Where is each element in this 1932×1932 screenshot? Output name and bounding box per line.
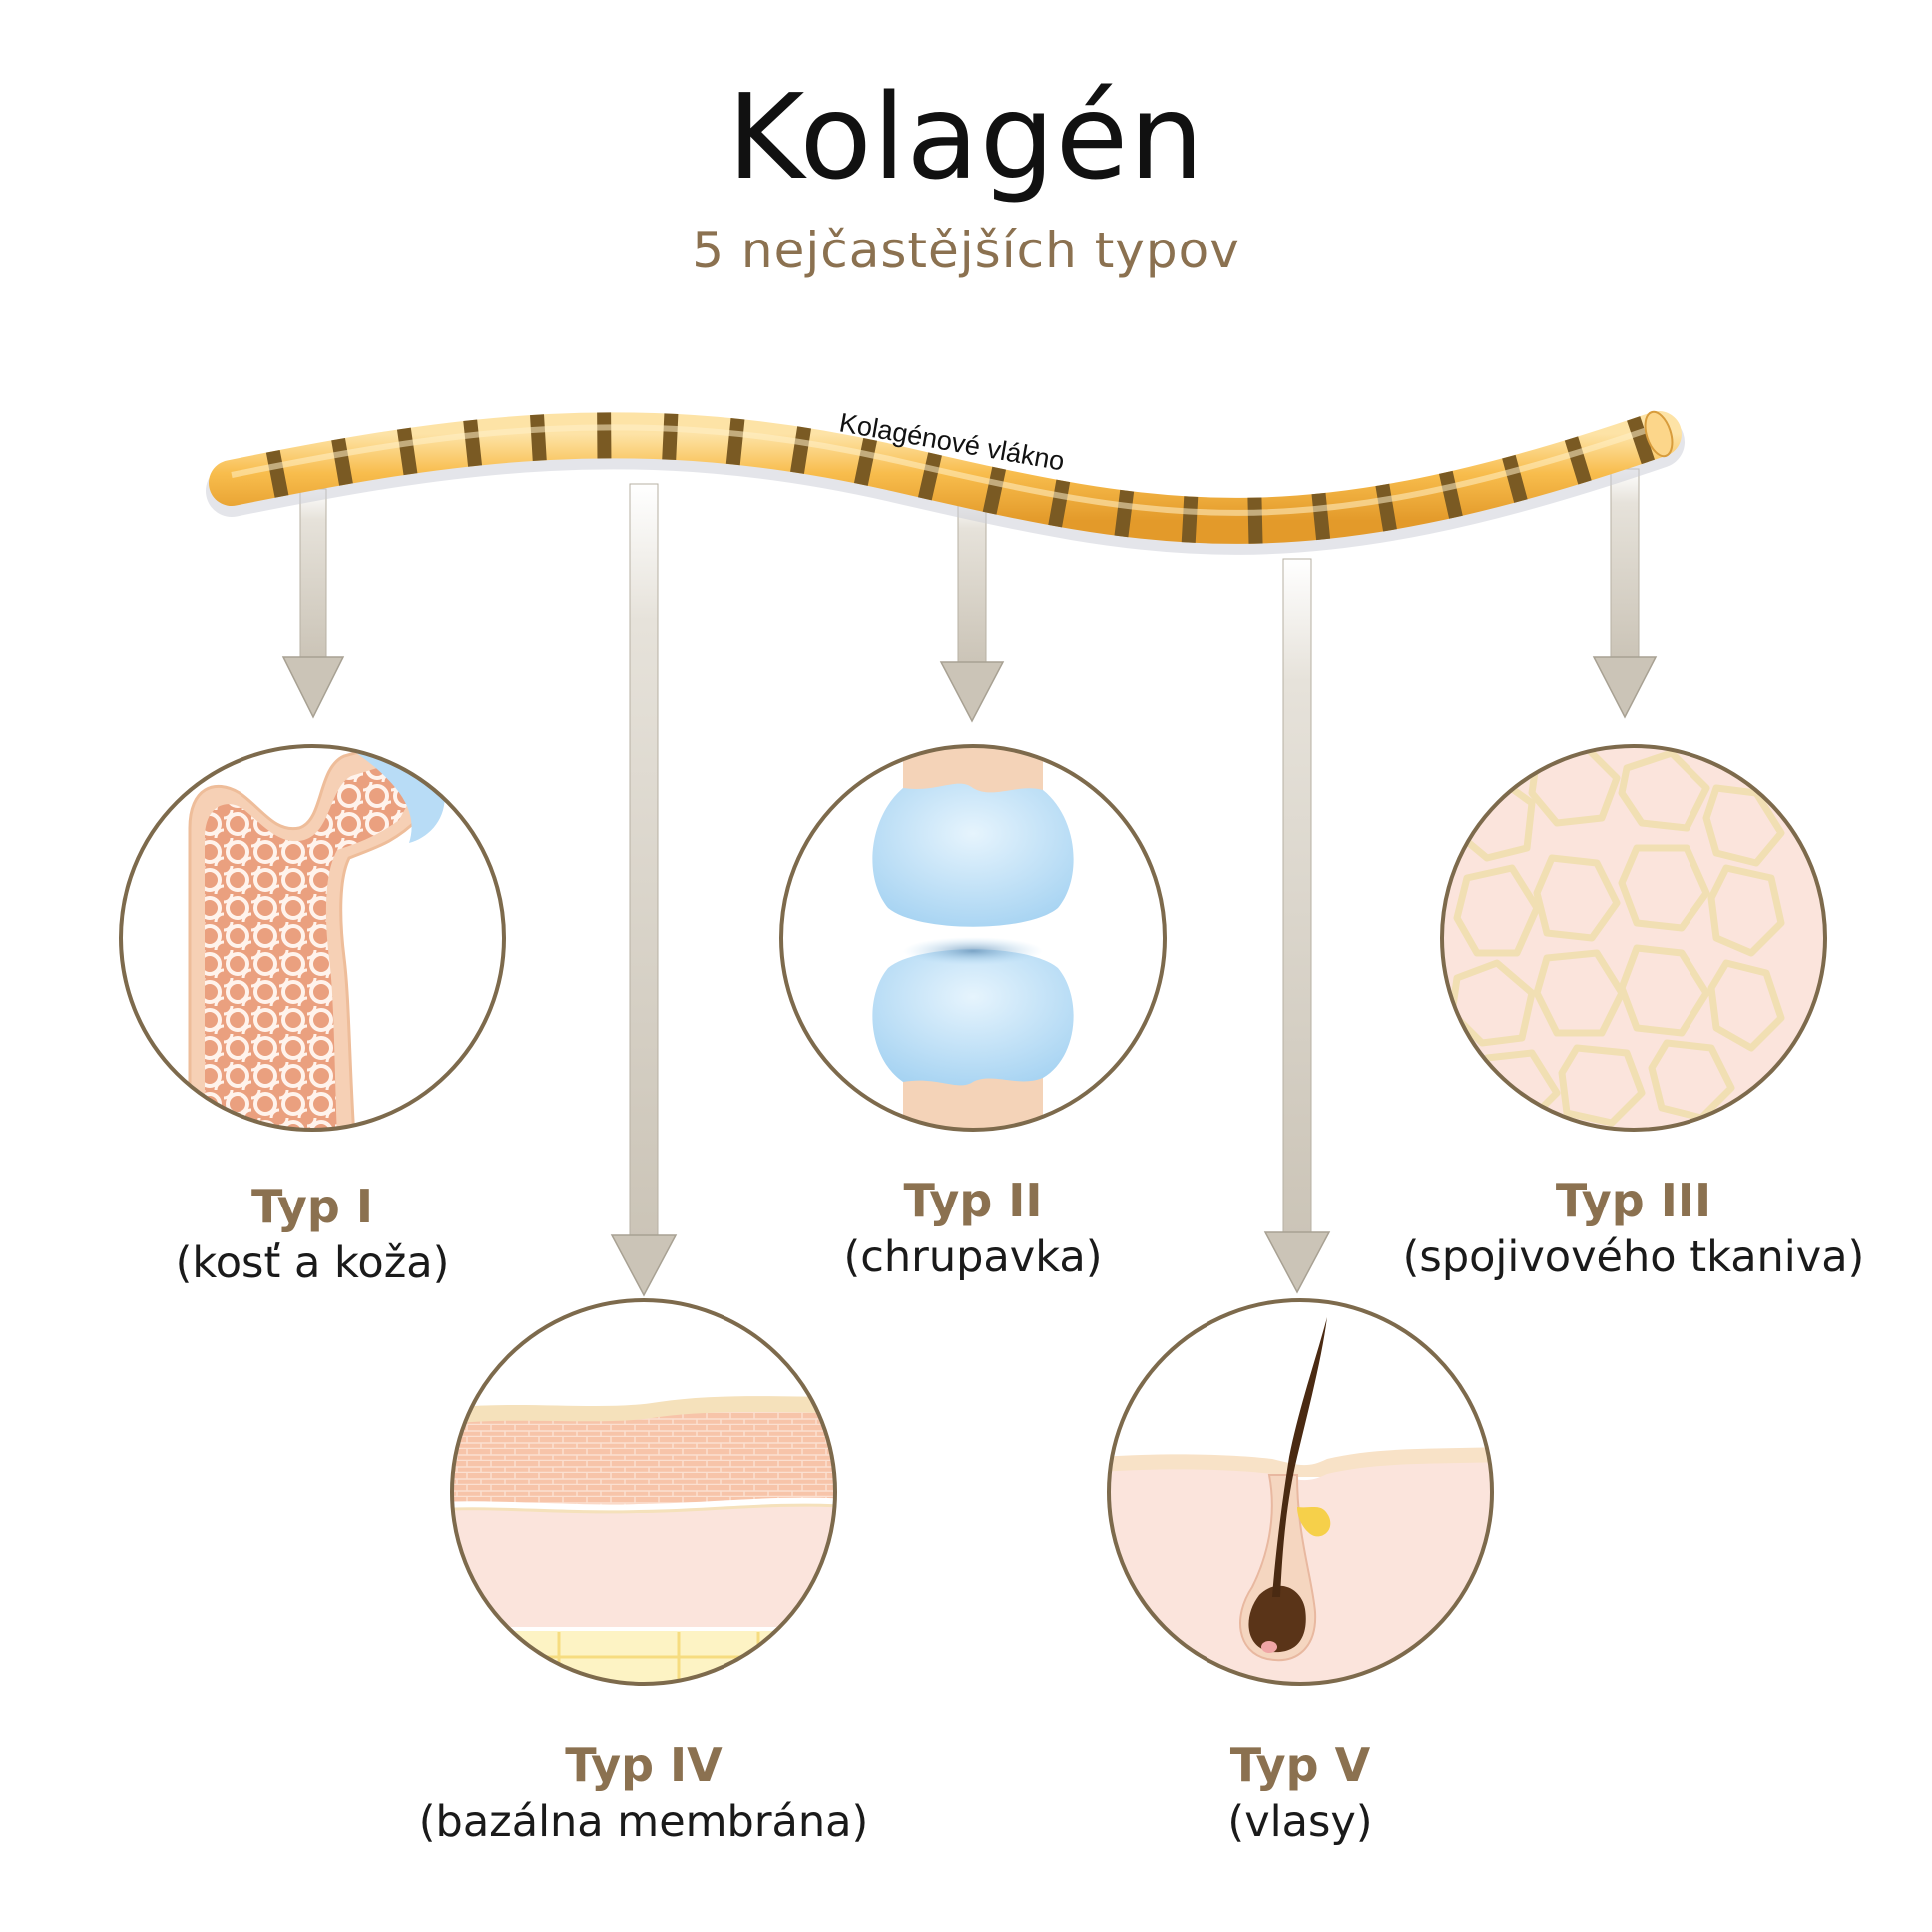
- type-3-label: Typ III (spojivového tkaniva): [1354, 1174, 1913, 1286]
- hair-follicle-icon: [1107, 1298, 1494, 1686]
- arrow-type-5: [1263, 558, 1331, 1294]
- type-2-label: Typ II (chrupavka): [694, 1174, 1252, 1286]
- arrow-type-3: [1592, 468, 1658, 719]
- type-3-desc: (spojivového tkaniva): [1402, 1232, 1865, 1283]
- type-4-label: Typ IV (bazálna membrána): [364, 1738, 923, 1851]
- type-1-label: Typ I (kosť a koža): [33, 1180, 592, 1292]
- type-5-name: Typ V: [1229, 1738, 1371, 1792]
- type-1-name: Typ I: [251, 1180, 373, 1233]
- cartilage-joint-icon: [779, 744, 1167, 1132]
- type-2-desc: (chrupavka): [843, 1232, 1103, 1283]
- arrow-type-2: [939, 498, 1005, 723]
- type-5-label: Typ V (vlasy): [1021, 1738, 1580, 1851]
- page-subtitle: 5 nejčastějších typov: [692, 222, 1240, 279]
- arrow-type-1: [281, 488, 345, 719]
- basement-membrane-icon: [450, 1298, 837, 1686]
- type-1-desc: (kosť a koža): [175, 1238, 450, 1289]
- page-title: Kolagén: [726, 68, 1206, 206]
- type-2-name: Typ II: [903, 1174, 1043, 1227]
- type-3-name: Typ III: [1555, 1174, 1712, 1227]
- connective-tissue-icon: [1440, 744, 1827, 1132]
- collagen-fiber: [206, 410, 1685, 555]
- type-4-desc: (bazálna membrána): [418, 1797, 869, 1848]
- bone-icon: [119, 744, 506, 1132]
- type-4-name: Typ IV: [565, 1738, 723, 1792]
- type-5-desc: (vlasy): [1227, 1797, 1373, 1848]
- arrow-type-4: [610, 483, 678, 1297]
